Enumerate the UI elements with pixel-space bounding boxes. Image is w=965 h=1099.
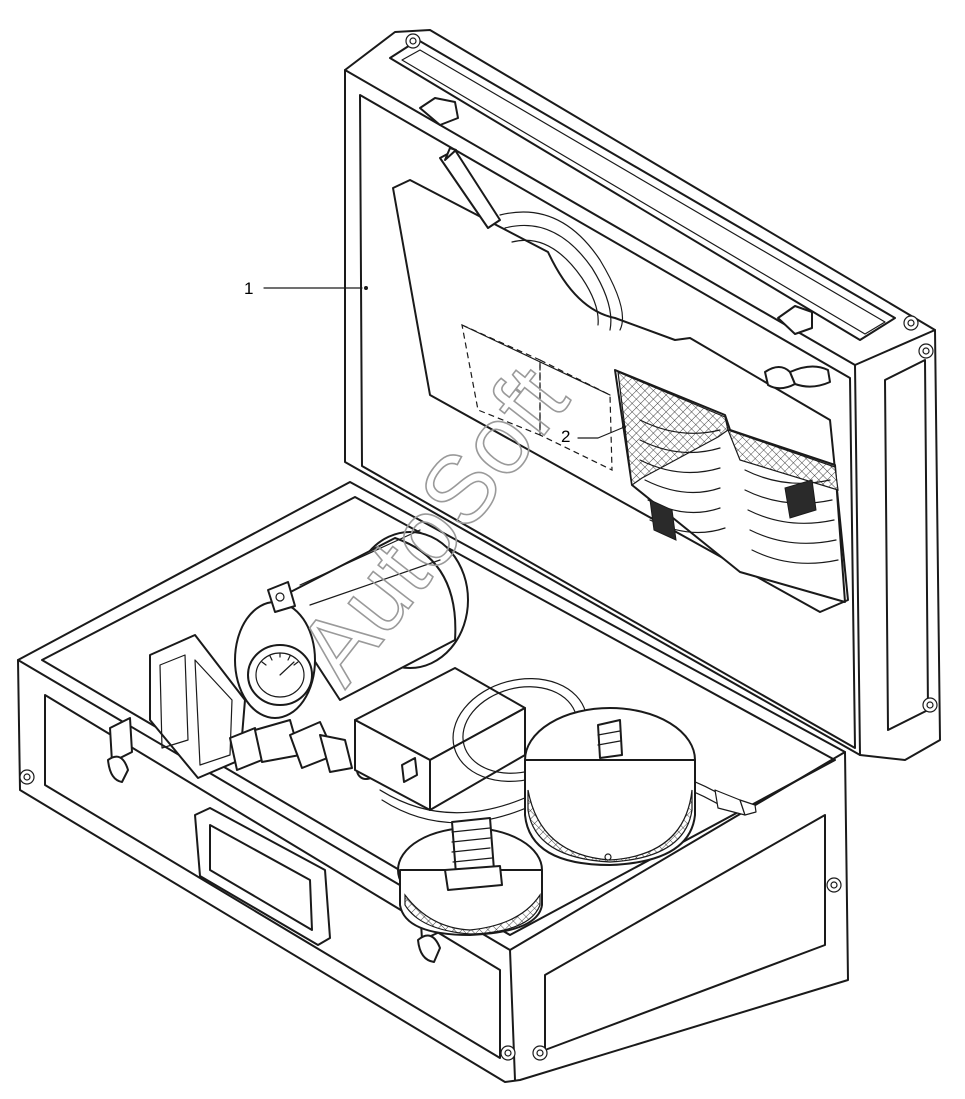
case-handle [194, 807, 331, 946]
quick-connector [444, 817, 503, 891]
callout-2-label: 2 [561, 427, 570, 446]
lid-interior [359, 94, 856, 749]
lid-fittings [764, 365, 831, 390]
compressor-motor [149, 529, 469, 779]
probe-tool [439, 147, 501, 229]
drum-fitting [597, 719, 623, 759]
coiled-hose [499, 211, 624, 331]
latch-left [107, 717, 133, 783]
callout-2-dot [622, 425, 626, 429]
callout-2-leader [577, 427, 623, 439]
filter-drum-small [397, 827, 543, 936]
callout-1-label: 1 [244, 279, 253, 298]
callout-1-dot [364, 286, 368, 290]
callout-1: 1 [244, 279, 368, 298]
callout-2: 2 [561, 425, 626, 446]
manual-booklet [614, 369, 846, 603]
filter-drum-large [524, 707, 696, 866]
pressure-gauge [247, 644, 313, 706]
